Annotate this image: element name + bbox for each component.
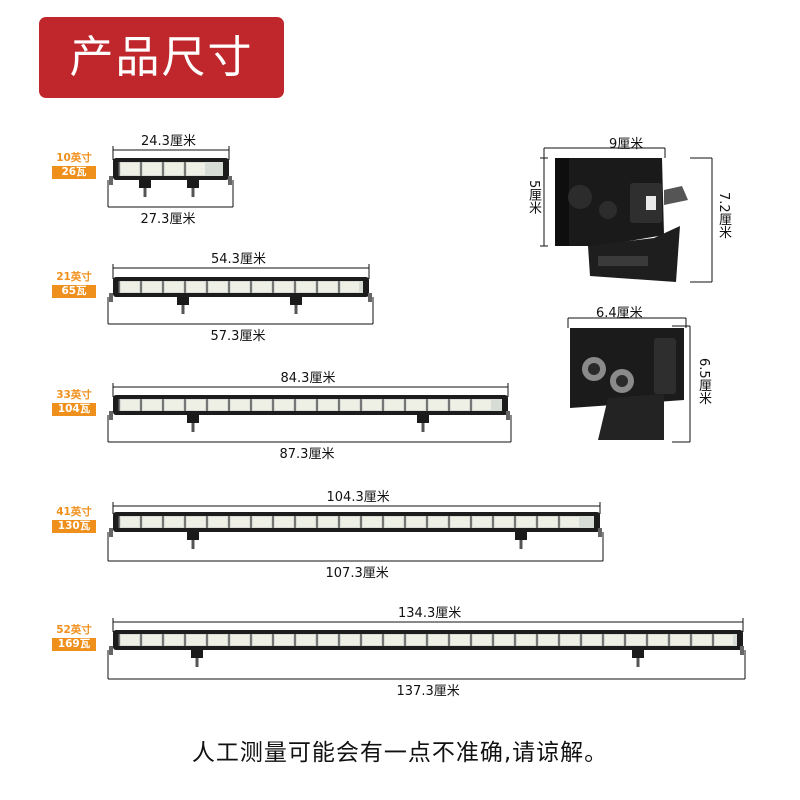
- end-view-height-label: 6.5厘米: [696, 358, 711, 405]
- mounting-bracket: [187, 415, 199, 423]
- end-view-width-label: 6.4厘米: [596, 306, 643, 321]
- mounting-bracket: [515, 532, 527, 540]
- page-title: 产品尺寸: [39, 17, 284, 98]
- mounting-bracket: [290, 297, 302, 305]
- light-bar-1: [107, 146, 234, 208]
- disclaimer-text: 人工测量可能会有一点不准确,请谅解。: [191, 740, 609, 766]
- bar-power-label: 26瓦: [52, 166, 96, 179]
- bar-top-dimension: 54.3厘米: [211, 252, 266, 267]
- bar-top-dimension: 84.3厘米: [280, 371, 336, 386]
- bar-bottom-dimension: 107.3厘米: [325, 566, 389, 581]
- bar-spec-badge: 52英寸 169瓦: [52, 623, 96, 651]
- mounting-bracket: [417, 415, 429, 423]
- light-bar-4: [107, 502, 604, 562]
- side-view-drawing: [540, 147, 713, 283]
- bar-top-dimension: 104.3厘米: [326, 490, 390, 505]
- side-view-width-label: 9厘米: [609, 137, 644, 152]
- bar-bottom-dimension: 137.3厘米: [396, 684, 460, 699]
- mounting-bracket: [139, 180, 151, 188]
- bar-spec-badge: 33英寸 104瓦: [52, 388, 96, 416]
- bar-top-dimension: 24.3厘米: [141, 134, 196, 149]
- bar-spec-badge: 41英寸 130瓦: [52, 505, 96, 533]
- bar-power-label: 65瓦: [52, 285, 96, 298]
- light-bars: [107, 146, 746, 680]
- bar-bottom-dimension: 57.3厘米: [210, 329, 266, 344]
- bar-bottom-dimension: 87.3厘米: [279, 447, 335, 462]
- light-bar-3: [107, 383, 512, 443]
- side-view-right-height-label: 7.2厘米: [716, 192, 731, 239]
- bar-spec-badge: 21英寸 65瓦: [52, 270, 96, 298]
- mounting-bracket: [187, 532, 199, 540]
- bar-size-label: 52英寸: [56, 624, 92, 636]
- bar-size-label: 41英寸: [56, 506, 92, 518]
- bar-power-label: 130瓦: [52, 520, 96, 533]
- bar-bottom-dimension: 27.3厘米: [140, 212, 196, 227]
- bar-spec-badge: 10英寸 26瓦: [52, 151, 96, 179]
- bar-power-label: 169瓦: [52, 638, 96, 651]
- light-bar-5: [107, 618, 746, 680]
- end-view-drawing: [567, 317, 691, 443]
- mounting-bracket: [187, 180, 199, 188]
- mounting-bracket: [191, 650, 203, 658]
- bar-size-label: 33英寸: [56, 389, 92, 401]
- mounting-bracket: [177, 297, 189, 305]
- bar-power-label: 104瓦: [52, 403, 96, 416]
- light-bar-2: [107, 264, 374, 325]
- bar-top-dimension: 134.3厘米: [398, 606, 462, 621]
- mounting-bracket: [632, 650, 644, 658]
- side-view-left-height-label: 5厘米: [526, 180, 541, 215]
- bar-size-label: 10英寸: [56, 152, 92, 164]
- bar-size-label: 21英寸: [56, 271, 92, 283]
